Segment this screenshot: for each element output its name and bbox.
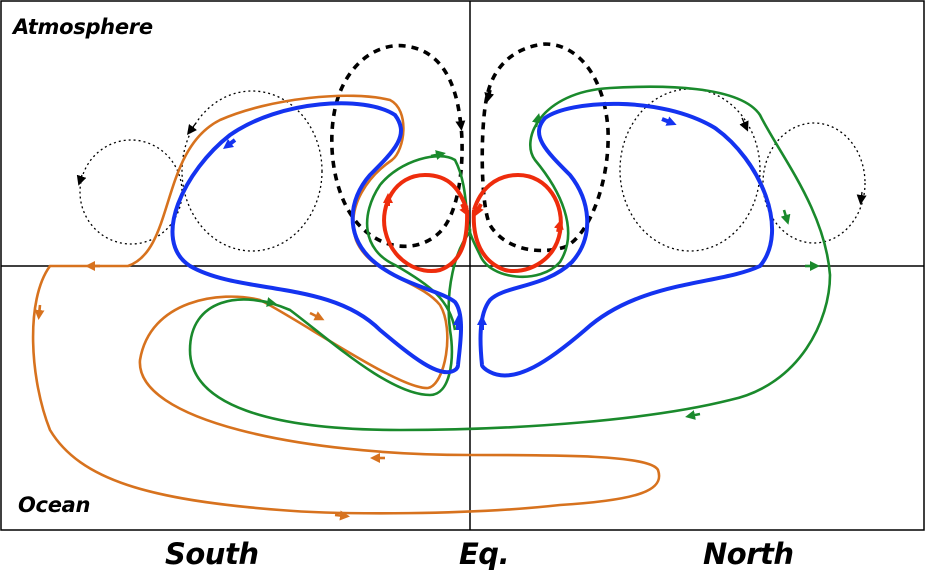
dotted-cell-mid-north bbox=[619, 88, 761, 252]
green-arrow bbox=[780, 209, 791, 225]
green-arrow bbox=[532, 113, 542, 128]
blue-arrow bbox=[661, 116, 677, 126]
green-arrow bbox=[261, 297, 277, 307]
green-arrow bbox=[430, 150, 446, 160]
dotted-cell-mid-south bbox=[181, 90, 323, 252]
red-arrow bbox=[553, 219, 564, 233]
north-label: North bbox=[703, 537, 794, 571]
dotted-cell-arrow bbox=[76, 174, 87, 186]
dashed-cell-north bbox=[480, 42, 610, 253]
dotted-cell-far-south bbox=[79, 139, 183, 245]
blue-cell bbox=[170, 101, 775, 378]
equator-label: Eq. bbox=[459, 537, 510, 571]
orange-arrow bbox=[334, 510, 350, 521]
dashed-cell-south bbox=[330, 43, 464, 249]
blue-arrow bbox=[223, 138, 237, 149]
south-label: South bbox=[165, 537, 259, 571]
atmosphere-label: Atmosphere bbox=[13, 15, 153, 39]
blue-cell-north bbox=[478, 101, 775, 378]
orange-cell bbox=[31, 94, 661, 521]
red-cell bbox=[382, 172, 564, 273]
red-arrow bbox=[474, 203, 484, 217]
dashed-atmospheric-cells bbox=[330, 42, 610, 253]
dotted-cell-arrow bbox=[856, 191, 867, 205]
orange-arrow bbox=[34, 304, 45, 320]
ocean-label: Ocean bbox=[18, 493, 91, 517]
dotted-cell-far-north bbox=[762, 122, 866, 244]
green-cell bbox=[188, 85, 832, 432]
red-cell-south bbox=[382, 172, 470, 273]
red-cell-north bbox=[471, 172, 563, 273]
red-arrow bbox=[459, 203, 469, 217]
green-arrow bbox=[685, 410, 701, 420]
dotted-cell-arrow bbox=[739, 117, 749, 132]
blue-cell-south bbox=[170, 101, 464, 375]
dotted-cell-arrow bbox=[187, 122, 197, 135]
orange-arrow bbox=[309, 311, 325, 321]
dashed-cell-arrow bbox=[455, 117, 466, 131]
dashed-cell-arrow bbox=[484, 89, 495, 103]
